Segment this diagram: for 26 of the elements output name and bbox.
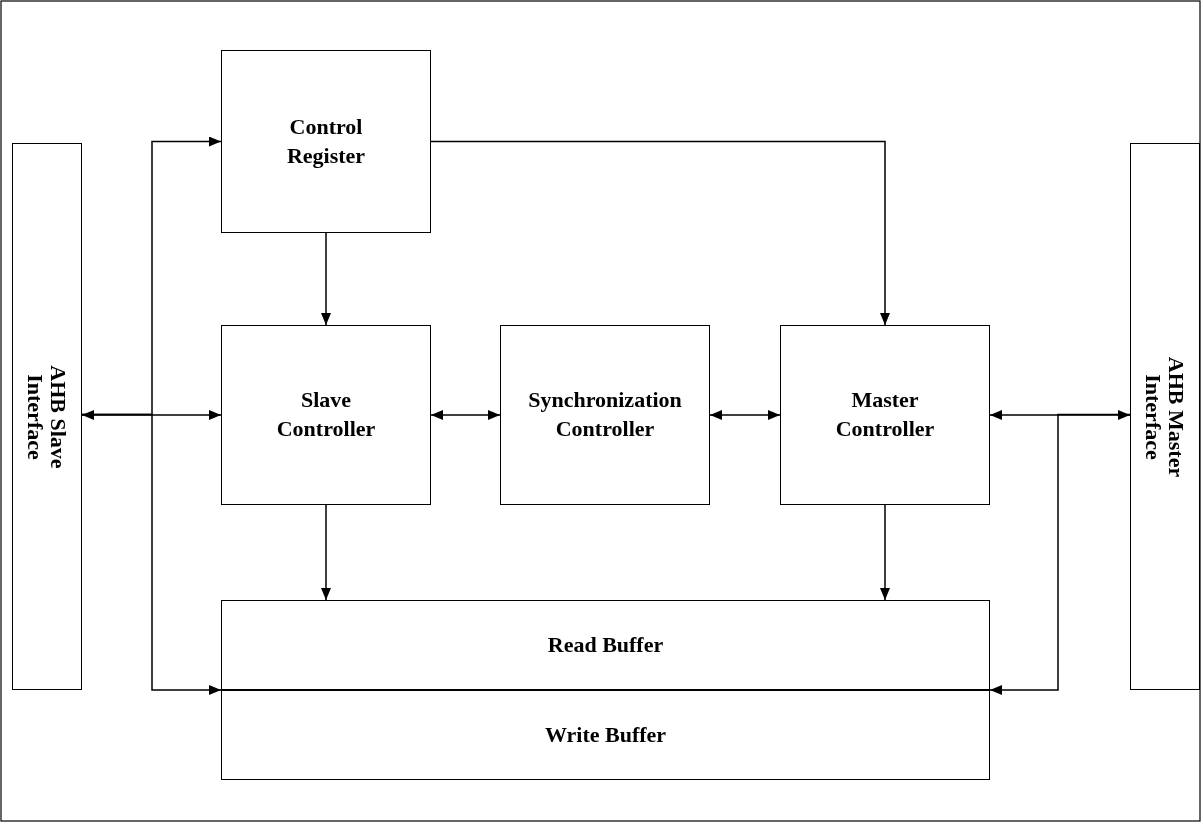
arrow <box>81 413 222 695</box>
arrow <box>81 410 222 420</box>
arrow <box>430 410 501 420</box>
arrow <box>880 504 890 601</box>
block-label: Write Buffer <box>544 720 667 749</box>
block-box <box>221 50 431 233</box>
arrow <box>989 413 1131 695</box>
block-box <box>500 325 710 505</box>
block-label: Control Register <box>285 112 367 170</box>
interface-band <box>1130 143 1200 690</box>
buffer-box <box>221 600 990 690</box>
arrow <box>321 232 331 326</box>
interface-band <box>12 143 82 690</box>
arrow <box>989 410 1131 420</box>
block-label: AHB Slave Interface <box>23 363 71 471</box>
block-label: Slave Controller <box>275 386 377 443</box>
block-box <box>780 325 990 505</box>
block-label: Master Controller <box>834 386 936 443</box>
arrow <box>430 140 890 326</box>
block-label: Read Buffer <box>547 630 664 659</box>
buffer-box <box>221 690 990 780</box>
block-label: Synchronization Controller <box>527 386 683 443</box>
block-box <box>221 325 431 505</box>
arrow <box>321 504 331 601</box>
arrow <box>709 410 781 420</box>
block-label: AHB Master Interface <box>1141 355 1189 479</box>
